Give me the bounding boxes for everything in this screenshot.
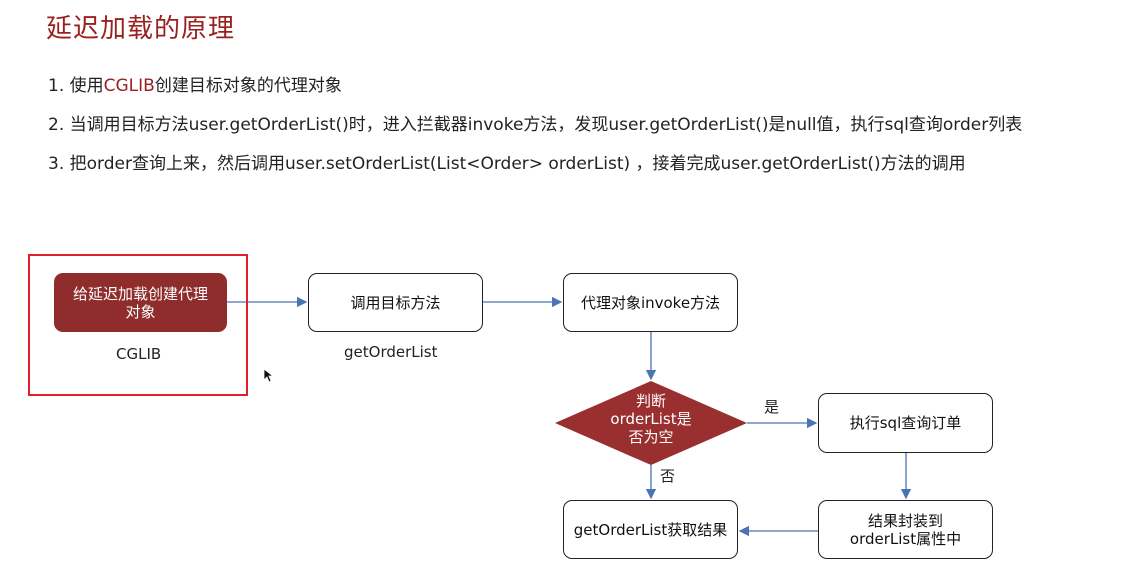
page-title: 延迟加载的原理	[46, 14, 236, 44]
yes-label: 是	[764, 398, 780, 416]
decision-line-1: 判断	[635, 392, 666, 410]
get-order-list-caption: getOrderList	[344, 343, 438, 361]
bullet-1-highlight: CGLIB	[103, 76, 155, 96]
cglib-caption: CGLIB	[116, 345, 162, 363]
exec-sql-node: 执行sql查询订单	[818, 393, 993, 453]
call-target-node: 调用目标方法	[308, 273, 483, 332]
mouse-cursor-icon	[263, 368, 275, 383]
create-proxy-node: 给延迟加载创建代理对象	[54, 273, 227, 332]
list-item: 2. 当调用目标方法user.getOrderList()时，进入拦截器invo…	[48, 115, 1023, 135]
decision-line-2: orderList是	[610, 410, 692, 428]
bullet-1-suffix: 创建目标对象的代理对象	[154, 76, 342, 96]
wrap-result-node: 结果封装到orderList属性中	[818, 500, 993, 559]
bullet-1-prefix: 1. 使用	[48, 76, 104, 96]
decision-diamond	[555, 381, 747, 465]
proxy-invoke-node: 代理对象invoke方法	[563, 273, 738, 332]
list-item: 1. 使用CGLIB创建目标对象的代理对象	[48, 76, 1022, 96]
decision-line-3: 否为空	[628, 428, 674, 446]
principle-list: 1. 使用CGLIB创建目标对象的代理对象 2. 当调用目标方法user.get…	[48, 76, 1022, 193]
no-label: 否	[660, 467, 676, 485]
get-result-node: getOrderList获取结果	[563, 500, 738, 559]
list-item: 3. 把order查询上来，然后调用user.setOrderList(List…	[48, 154, 966, 174]
decision-label: 判断 orderList是 否为空	[600, 392, 702, 446]
cglib-highlight-frame	[28, 254, 248, 396]
